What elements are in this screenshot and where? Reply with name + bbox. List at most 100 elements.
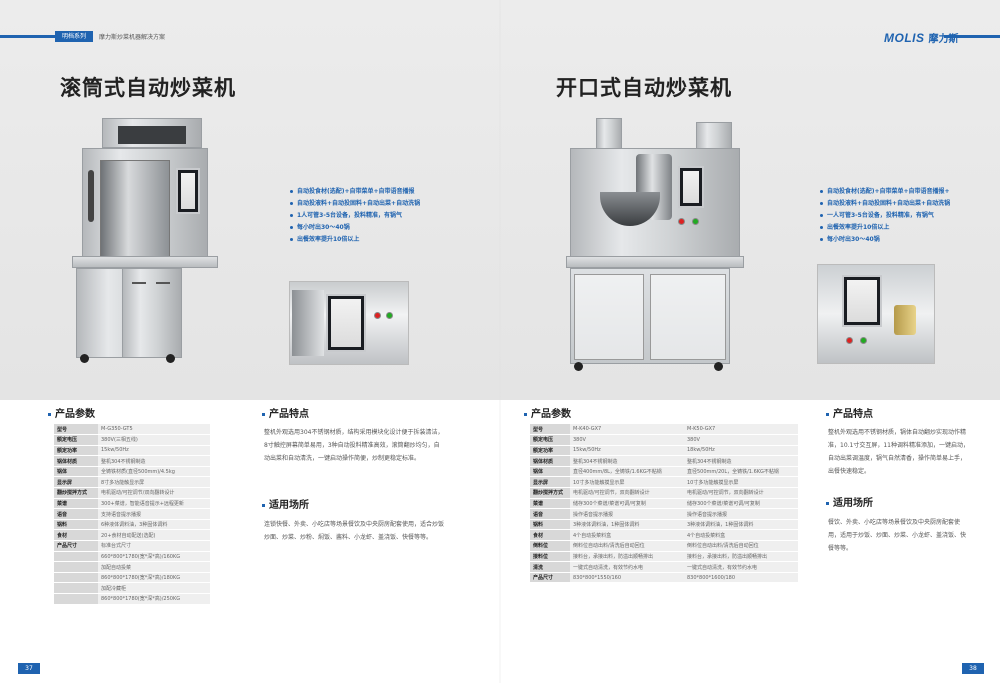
spec-key: 显示屏 — [54, 476, 98, 489]
right-features-text: 整机外观选用不锈钢材质，锅体自动翻炒实现动作精准，10.1寸交互屏，11种调料精… — [828, 429, 969, 475]
spec-key: 产品尺寸 — [530, 572, 570, 584]
spec-value: 全铸铁材质(直径500mm)/4.5kg — [98, 466, 210, 478]
spec-key: 食材 — [54, 529, 98, 542]
spec-value: 10寸多功能触摸显示屏 — [684, 476, 798, 489]
spec-key: 锅体 — [530, 466, 570, 478]
spec-value: 830*800*1600/180 — [684, 572, 798, 584]
left-features-text: 整机外观选用304不锈钢材质，结构采用模块化设计便于拆装清洁，8寸触控屏幕简单易… — [264, 429, 444, 462]
spec-row: 接料位接料台，承接出料，防溢出顺畅排出接料台，承接出料，防溢出顺畅排出 — [530, 551, 798, 563]
spec-key: 产品尺寸 — [54, 540, 98, 552]
spec-key — [54, 551, 98, 563]
spec-row: 660*800*1780(宽*深*高)/160KG — [54, 551, 210, 563]
spec-key — [54, 582, 98, 594]
spec-value: 6种液体调料油，3种固体调料 — [98, 519, 210, 531]
right-features-heading: 产品特点 — [826, 405, 873, 420]
spec-value: 支持语音提示播报 — [98, 508, 210, 520]
right-feature-list: 自动投食材(选配)+自带菜单+自带语音播报+ 自动投液料+自动投固料+自动出菜+… — [820, 186, 950, 246]
spec-value: 接料台，承接出料，防溢出顺畅排出 — [570, 551, 684, 563]
spec-value: M-K50-GX7 — [684, 424, 798, 436]
spec-value: 4个自动投菜料盒 — [570, 529, 684, 542]
spec-row: 语音操作语音提示播报操作语音提示播报 — [530, 508, 798, 520]
spec-value: 860*800*1780(宽*深*高)/250KG — [98, 593, 210, 605]
logo-text-cn: 摩力斯 — [928, 34, 959, 45]
spec-row: 菜谱储存300个菜谱/菜谱可调/可复制储存300个菜谱/菜谱可调/可复制 — [530, 498, 798, 510]
header-subtitle: 摩力斯炒菜机器解决方案 — [99, 34, 166, 41]
spec-row: 产品尺寸标准台式尺寸 — [54, 540, 210, 552]
spec-key: 型号 — [530, 424, 570, 436]
spec-row: 翻炒搅拌方式电机驱动/可控调节，双向翻转设计电机驱动/可控调节，双向翻转设计 — [530, 487, 798, 499]
spec-value: 操作语音提示播报 — [570, 508, 684, 520]
spec-value: 15kw/50Hz — [98, 445, 210, 457]
spec-row: 清洗一键式自动清洗，有效节约水电一键式自动清洗，有效节约水电 — [530, 561, 798, 573]
right-params-heading: 产品参数 — [524, 405, 571, 420]
spec-key: 额定功率 — [530, 445, 570, 457]
spec-value: 操作语音提示播报 — [684, 508, 798, 520]
spec-value: 380V — [570, 434, 684, 446]
spec-row: 语音支持语音提示播报 — [54, 508, 210, 520]
header-category: 明档系列 — [55, 31, 94, 42]
spec-key: 额定功率 — [54, 445, 98, 457]
spec-key: 翻炒搅拌方式 — [530, 487, 570, 499]
spec-key: 额定电压 — [54, 434, 98, 446]
left-usage-text: 连锁快餐、外卖、小吃店等场景餐饮及中央厨房配套使用，适合炒饭炒面、炒菜、炒粉、焖… — [264, 521, 445, 541]
spec-value: 整机304不锈钢制造 — [684, 455, 798, 467]
right-title: 开口式自动炒菜机 — [556, 76, 732, 100]
spec-value: 加配冷藏柜 — [98, 582, 210, 594]
right-usage-heading: 适用场所 — [826, 494, 873, 509]
spec-row: 锅体全铸铁材质(直径500mm)/4.5kg — [54, 466, 210, 478]
spec-value: 直径500mm/20L，全铸铁/1.6KG不粘锅 — [684, 466, 798, 478]
left-features-heading: 产品特点 — [262, 405, 309, 420]
spec-key: 锅料 — [530, 519, 570, 531]
left-feature-item: 出餐效率提升10倍以上 — [290, 234, 420, 246]
right-feature-item: 自动投液料+自动投固料+自动出菜+自动洗锅 — [820, 198, 950, 210]
spec-row: 锅体材质整机304不锈钢制造整机304不锈钢制造 — [530, 455, 798, 467]
open-machine-image — [566, 118, 746, 372]
spec-value: 储存300个菜谱/菜谱可调/可复制 — [684, 498, 798, 510]
header-rule-left — [0, 35, 55, 38]
logo-text-en: MOLIS — [884, 30, 925, 45]
spec-value: 加配自动投菜 — [98, 561, 210, 573]
page-number-left: 37 — [18, 663, 40, 674]
page-spine — [499, 0, 501, 683]
spec-key: 倒料位 — [530, 540, 570, 552]
left-feature-item: 自动投液料+自动投固料+自动出菜+自动洗锅 — [290, 198, 420, 210]
drum-machine-image — [70, 118, 220, 366]
spec-value: 18kw/50Hz — [684, 445, 798, 457]
spec-value: 860*800*1780(宽*深*高)/180KG — [98, 572, 210, 584]
right-feature-item: 一人可管3-5台设备，投料精准，有锅气 — [820, 210, 950, 222]
right-feature-item: 每小时出30～40锅 — [820, 234, 950, 246]
spec-key: 清洗 — [530, 561, 570, 573]
spec-key: 额定电压 — [530, 434, 570, 446]
spec-row: 加配冷藏柜 — [54, 582, 210, 594]
spec-value: 10寸多功能触摸显示屏 — [570, 476, 684, 489]
left-feature-item: 1人可管3-5台设备，投料精准，有锅气 — [290, 210, 420, 222]
left-feature-item: 每小时出30～40锅 — [290, 222, 420, 234]
spec-value: 4个自动投菜料盒 — [684, 529, 798, 542]
spec-value: 8寸多功能触显示屏 — [98, 476, 210, 489]
spec-value: 830*800*1550/160 — [570, 572, 684, 584]
spec-key — [54, 561, 98, 573]
spec-value: 15kw/50Hz — [570, 445, 684, 457]
open-control-panel-photo — [817, 264, 935, 364]
spec-key: 菜谱 — [530, 498, 570, 510]
spec-row: 翻炒搅拌方式电机驱动/可控调节/双向翻转设计 — [54, 487, 210, 499]
spec-value: 20+食材自动配送(选配) — [98, 529, 210, 542]
spec-value: 一键式自动清洗，有效节约水电 — [684, 561, 798, 573]
spec-value: 倒料位自动出料/清洗后自动回位 — [684, 540, 798, 552]
spec-row: 倒料位倒料位自动出料/清洗后自动回位倒料位自动出料/清洗后自动回位 — [530, 540, 798, 552]
spec-value: M-G350-GT5 — [98, 424, 210, 436]
spec-value: 380V — [684, 434, 798, 446]
spec-key: 锅体 — [54, 466, 98, 478]
spec-value: 电机驱动/可控调节/双向翻转设计 — [98, 487, 210, 499]
spec-key: 显示屏 — [530, 476, 570, 489]
